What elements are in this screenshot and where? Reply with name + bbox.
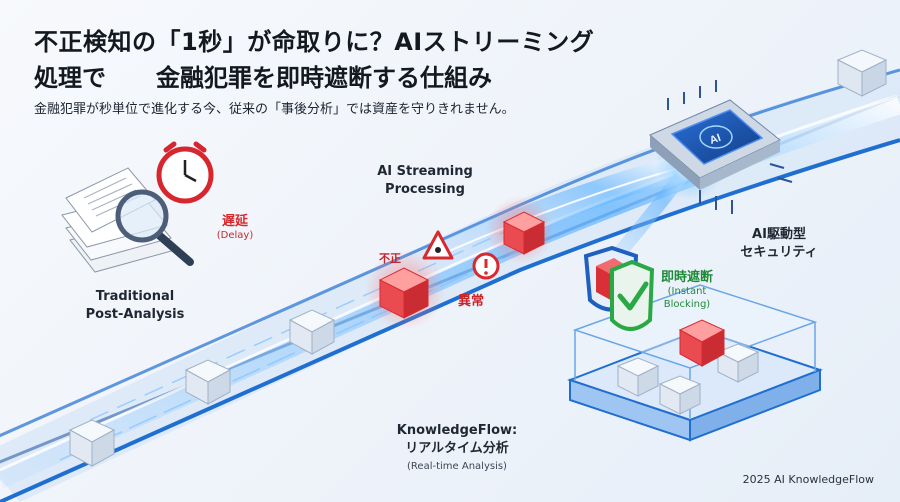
knowledgeflow-label: KnowledgeFlow: リアルタイム分析 — [396, 423, 518, 456]
page-title-line2-b: 金融犯罪を即時遮断する仕組み — [156, 64, 492, 92]
realtime-en-label: (Real-time Analysis) — [407, 461, 507, 472]
ai-chip-icon — [649, 80, 793, 214]
instant-block-label: 即時遮断 — [660, 270, 713, 285]
page-title-line2-a: 処理で — [34, 64, 106, 92]
delay-label: 遅延 — [221, 214, 248, 229]
data-cube — [68, 419, 116, 467]
blocked-red-cube — [678, 319, 726, 367]
clock-icon — [156, 141, 214, 204]
fraud-cube — [378, 267, 430, 319]
ai-streaming-label: AI Streaming Processing — [377, 164, 473, 197]
anomaly-label: 異常 — [458, 294, 485, 309]
fraud-cube — [502, 211, 546, 255]
magnifier-icon — [115, 189, 194, 266]
ai-security-label: AI駆動型 セキュリティ — [740, 227, 818, 260]
contained-cube — [616, 357, 660, 397]
alert-circle-icon — [472, 252, 500, 280]
page-title-line1: 不正検知の「1秒」が命取りに？AIストリーミング — [34, 28, 595, 56]
instant-block-en-label: (Instant Blocking) — [663, 286, 711, 310]
data-cube — [184, 359, 232, 405]
data-cube — [288, 309, 336, 355]
delay-en-label: (Delay) — [216, 230, 254, 241]
traditional-label: Traditional Post-Analysis — [85, 289, 185, 322]
contained-cube — [658, 375, 702, 415]
data-cube-top — [836, 49, 888, 97]
chip-label: AI — [708, 132, 722, 147]
footer-credit: 2025 AI KnowledgeFlow — [742, 473, 874, 486]
contained-cube — [716, 343, 760, 383]
shield-check-icon — [610, 259, 655, 331]
fraud-label: 不正 — [379, 252, 401, 265]
page-subtitle: 金融犯罪が秒単位で進化する今、従来の「事後分析」では資産を守りきれません。 — [34, 102, 515, 117]
alert-triangle-icon — [422, 230, 454, 260]
